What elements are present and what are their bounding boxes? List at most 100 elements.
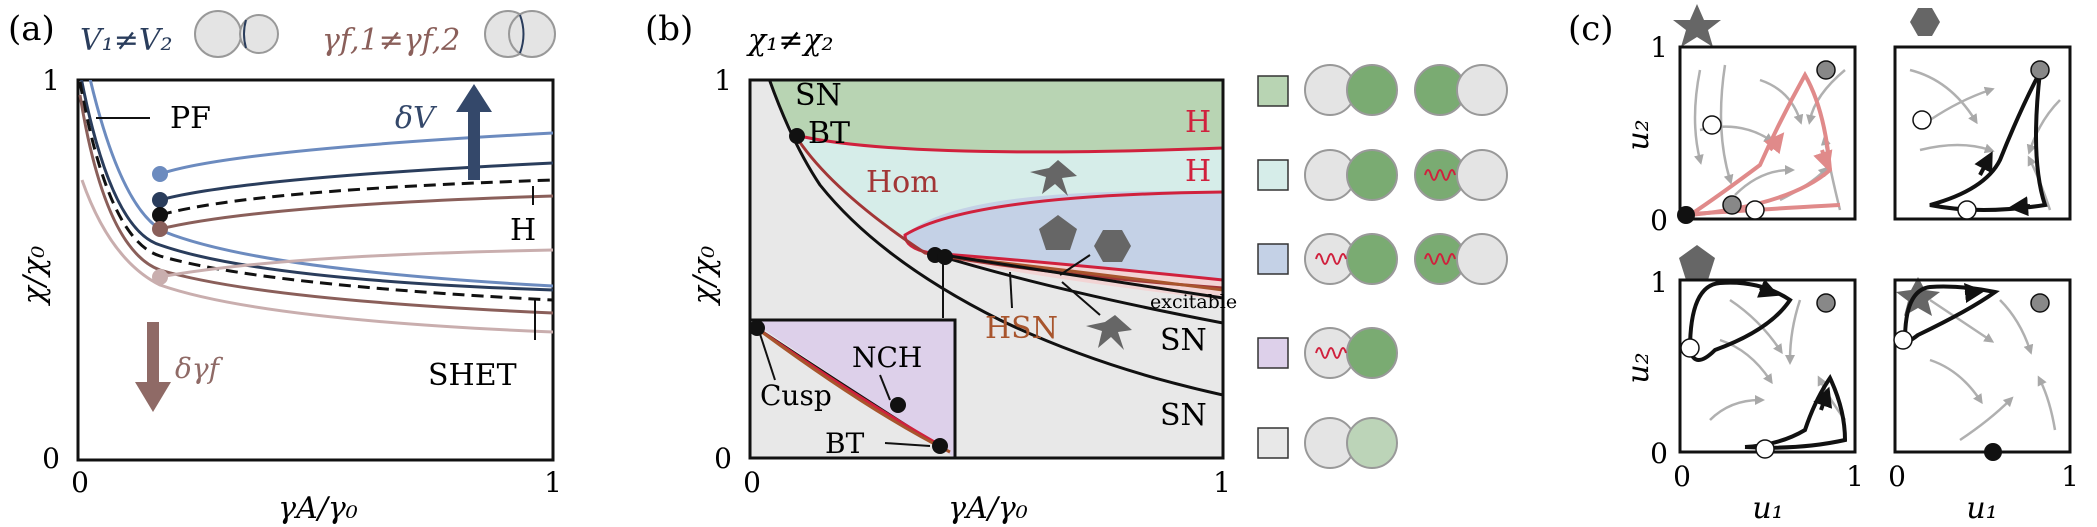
h-curve-lower xyxy=(903,190,1223,282)
pf-point-blue-light xyxy=(152,166,168,182)
cell-pair-icon-left xyxy=(194,10,279,58)
h2-label: H xyxy=(1185,154,1211,189)
h-curve-upper xyxy=(794,133,1223,154)
oscillation-icon xyxy=(1424,253,1456,265)
panel-c-ytick-1-bottom: 1 xyxy=(1650,266,1668,299)
curve-blue-dark-upper xyxy=(159,161,553,202)
panel-b-xlabel: γA/γ₀ xyxy=(948,491,1028,526)
phase-portrait-bottom-right xyxy=(1893,278,2072,461)
legend-swatch-grey xyxy=(1257,427,1289,459)
pentagon-marker-b xyxy=(1039,215,1077,250)
cusp-point xyxy=(749,320,765,336)
pf-label: PF xyxy=(170,101,211,136)
panel-c-xlabel-left: u₁ xyxy=(1752,491,1783,526)
nch-leader xyxy=(879,374,891,401)
cusp-label: Cusp xyxy=(760,379,832,412)
phase-portrait-top-left xyxy=(1677,45,1857,224)
panel-b-xtick-0: 0 xyxy=(743,466,761,499)
bt-point-inset xyxy=(932,438,948,454)
pentagon-icon xyxy=(1679,245,1715,280)
panel-a: (a) V₁≠V₂ γf,1≠γf,2 1 0 0 1 γA/γ₀ χ/χ₀ xyxy=(8,9,562,526)
trajectory xyxy=(1929,71,2048,212)
panel-c-xtick-0-left: 0 xyxy=(1673,460,1691,493)
star-icon xyxy=(1896,277,1940,316)
pf-point-dashed xyxy=(152,207,168,223)
star-marker-b xyxy=(1030,160,1077,196)
panel-a-title-right: γf,1≠γf,2 xyxy=(322,23,460,58)
bt-inset-label: BT xyxy=(825,427,865,460)
legend-swatch-green xyxy=(1257,75,1289,107)
curve-dashed-lower xyxy=(78,81,553,302)
trajectory xyxy=(1903,284,2000,344)
oscillation-icon xyxy=(1315,347,1347,359)
curve-blue-light-lower xyxy=(88,80,553,288)
phase-portrait-top-right xyxy=(1893,45,2072,221)
bt-top-label: BT xyxy=(808,116,850,151)
panel-c-label: (c) xyxy=(1568,9,1614,49)
curve-blue-light-upper xyxy=(159,131,553,176)
cusp-leader xyxy=(759,333,776,381)
curve-dashed-upper xyxy=(159,178,553,217)
panel-b-axes xyxy=(748,78,1225,460)
pf-point-pink xyxy=(152,269,168,285)
cell-pair-icon-right xyxy=(484,10,556,58)
shet-label: SHET xyxy=(428,358,517,393)
panel-a-axes xyxy=(76,78,555,462)
curve-brown-upper xyxy=(159,194,553,231)
panel-c: (c) xyxy=(1568,4,2079,526)
panel-b: (b) χ₁≠χ₂ xyxy=(645,9,1237,526)
panel-b-ytick-1: 1 xyxy=(714,64,732,97)
inset-hsn-curve xyxy=(754,325,951,454)
panel-b-ytick-0: 0 xyxy=(714,442,732,475)
panel-a-curves xyxy=(78,80,553,334)
panel-a-xtick-0: 0 xyxy=(71,466,89,499)
star-icon xyxy=(1673,4,1721,47)
delta-v-label: δV xyxy=(395,101,438,136)
oscillation-icon xyxy=(1315,253,1347,265)
panel-c-ytick-1-top: 1 xyxy=(1650,31,1668,64)
panel-c-ytick-0-bottom: 0 xyxy=(1650,437,1668,470)
pf-point-blue-dark xyxy=(152,192,168,208)
bt-inset-leader xyxy=(884,442,931,447)
delta-v-arrow xyxy=(456,84,492,180)
hexagon-leader xyxy=(1059,254,1091,276)
region-cyan xyxy=(795,135,1223,235)
panel-a-xlabel: γA/γ₀ xyxy=(278,491,358,526)
h1-label: H xyxy=(1185,105,1211,140)
panel-c-ylabel-bottom: u₂ xyxy=(1621,352,1656,383)
legend-swatch-cyan xyxy=(1257,159,1289,191)
panel-a-xtick-1: 1 xyxy=(544,466,562,499)
star-leader xyxy=(1061,281,1101,316)
bt-point xyxy=(789,128,805,144)
curve-pink-upper xyxy=(159,248,553,279)
hexagon-icon xyxy=(1910,8,1940,36)
panel-a-title-left: V₁≠V₂ xyxy=(80,23,173,58)
sn-low-label: SN xyxy=(1160,398,1207,433)
oscillation-icon xyxy=(1424,169,1456,181)
curve-pink-lower xyxy=(80,179,553,334)
nch-label: NCH xyxy=(852,341,922,374)
phase-portrait-bottom-left xyxy=(1678,278,1857,459)
panel-c-ylabel-top: u₂ xyxy=(1621,119,1656,150)
legend-swatch-blue xyxy=(1257,243,1289,275)
hom-label: Hom xyxy=(866,165,939,200)
star-marker-b2 xyxy=(1086,315,1132,350)
limit-cycle xyxy=(1688,70,1833,217)
hsn-label: HSN xyxy=(985,311,1058,346)
nch-point xyxy=(890,397,906,413)
trajectory xyxy=(1687,280,1793,362)
excitable-label: excitable xyxy=(1150,291,1237,313)
panel-b-inset: NCH Cusp BT xyxy=(748,318,957,460)
panel-b-xtick-1: 1 xyxy=(1213,466,1231,499)
pf-point-brown xyxy=(152,221,168,237)
h-label-a: H xyxy=(510,213,536,248)
panel-c-xtick-1-left: 1 xyxy=(1846,460,1864,493)
legend xyxy=(1257,64,1508,469)
panel-a-ylabel: χ/χ₀ xyxy=(17,246,52,307)
hexagon-marker-b xyxy=(1094,230,1131,262)
panel-a-label: (a) xyxy=(8,9,55,49)
panel-b-label: (b) xyxy=(645,9,693,49)
panel-b-title: χ₁≠χ₂ xyxy=(746,23,834,58)
panel-c-xtick-1-right: 1 xyxy=(2061,460,2079,493)
